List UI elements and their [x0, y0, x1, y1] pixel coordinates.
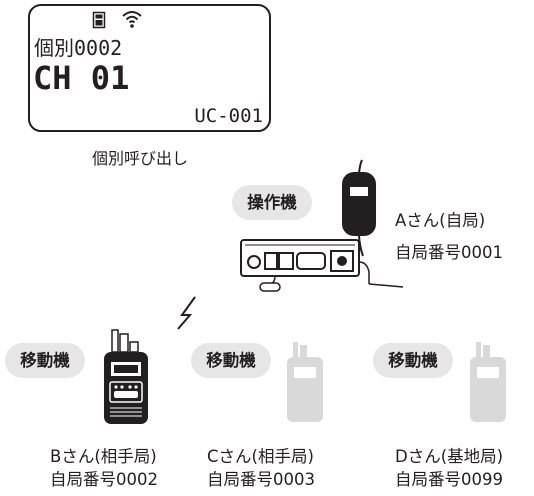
inactive-radio-icon — [287, 342, 323, 422]
mobile-b-name: Bさん(相手局) — [50, 447, 157, 466]
call-line: 個別0002 — [34, 36, 123, 60]
mobile-b-role-badge: 移動機 — [5, 343, 85, 378]
operator-name: Aさん(自局) — [395, 211, 486, 230]
battery-icon — [92, 11, 106, 29]
operator-role-badge: 操作機 — [232, 185, 312, 220]
mobile-d-role-badge: 移動機 — [373, 343, 453, 378]
mobile-c-name: Cさん(相手局) — [207, 447, 314, 466]
display-caption: 個別呼び出し — [92, 149, 189, 168]
mobile-c-station-number: 自局番号0003 — [207, 470, 315, 489]
wireless-link-icon — [177, 296, 196, 330]
handheld-radio-icon — [104, 329, 148, 424]
radio-display: 個別0002 CH 01 UC-001 — [28, 4, 271, 132]
mobile-transceiver-unit-icon — [240, 239, 404, 292]
signal-icon — [122, 11, 142, 28]
inactive-radio-icon — [470, 342, 506, 422]
handheld-microphone-icon — [342, 159, 376, 257]
user-code: UC-001 — [194, 105, 263, 127]
channel-display: CH 01 — [33, 59, 130, 97]
mobile-b-station-number: 自局番号0002 — [50, 470, 158, 489]
operator-station-number: 自局番号0001 — [395, 243, 503, 262]
mobile-c-role-badge: 移動機 — [191, 343, 271, 378]
mobile-d-name: Dさん(基地局) — [395, 447, 504, 466]
mobile-d-station-number: 自局番号0099 — [395, 470, 503, 489]
